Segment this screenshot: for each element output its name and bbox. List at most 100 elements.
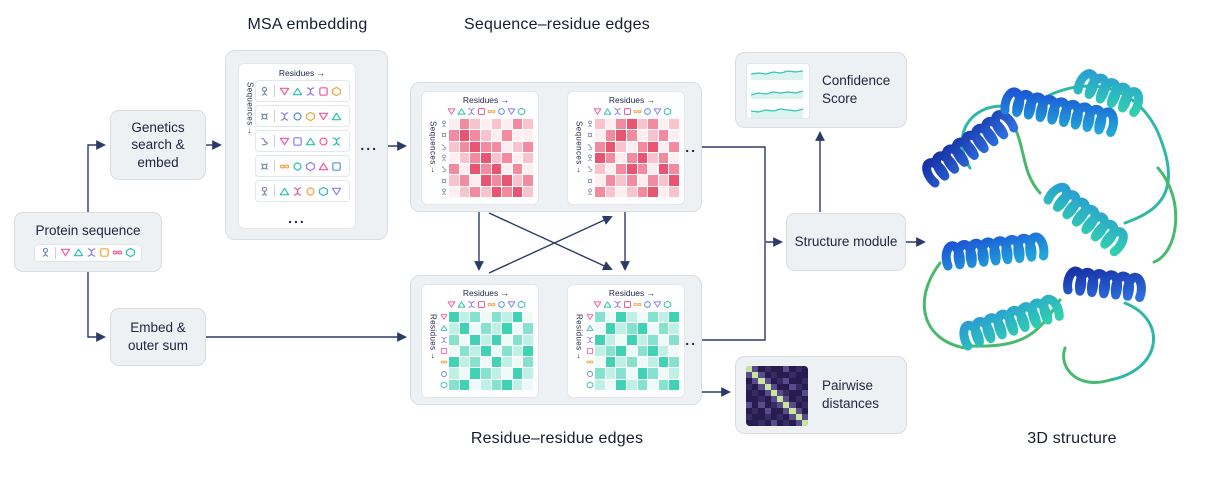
heatmap-cell (605, 323, 616, 334)
heatmap-cell (502, 379, 512, 390)
heatmap-cell (758, 372, 765, 378)
heatmap-cell (626, 164, 637, 175)
seq-res-heatmap-1: Residues → Sequences ↓ (421, 91, 539, 205)
tri_up-icon (603, 108, 611, 115)
heatmap-cell (449, 323, 459, 334)
tri_up-icon (73, 248, 84, 257)
bug-icon (261, 162, 268, 170)
heatmap-cell (789, 408, 796, 414)
heatmap-cell (491, 368, 502, 379)
heatmap-cell (783, 420, 790, 426)
heatmap-cell (637, 357, 648, 368)
heatmap-cell (449, 130, 459, 141)
heatmap-cell (801, 378, 808, 384)
heatmap-cell (758, 414, 765, 420)
heatmap-cell (789, 402, 796, 408)
heatmap-cell (770, 384, 777, 390)
heatmap-cell (459, 164, 470, 175)
heatmap-cell (449, 152, 459, 164)
heatmap-cell (595, 345, 605, 357)
heatmap-cell (480, 368, 491, 379)
msa-more-rows-ellipsis: ... (288, 210, 306, 226)
heatmap-cell (470, 141, 480, 152)
down-arrow-icon: ↓ (576, 350, 581, 360)
phage-icon (261, 186, 268, 196)
msa-rows (255, 80, 350, 212)
worm-icon (587, 166, 592, 173)
connector-seqres-to-structure (702, 146, 783, 247)
heatmap-cell (470, 379, 480, 390)
heatmap-cell (502, 334, 512, 345)
heatmap-cell (783, 408, 790, 414)
heatmap-cell (512, 379, 523, 390)
dna-icon (467, 108, 475, 115)
heatmap-cell (512, 357, 523, 368)
heatmap-cell (770, 396, 777, 402)
heatmap-cell (795, 378, 802, 384)
sequences-axis-label: Sequences (245, 82, 255, 126)
msa-embedding-box: Residues → Sequences ↓ ... ... (225, 50, 388, 240)
heatmap-cell (770, 420, 777, 426)
circle-icon (497, 301, 505, 308)
heatmap-cell (648, 119, 658, 130)
tri_down-icon (60, 248, 71, 257)
heatmap-cell (605, 186, 616, 197)
heatmap-cell (459, 323, 470, 334)
heatmap-cell (746, 402, 753, 408)
phage-icon (587, 188, 592, 196)
embed-outer-sum-label: Embed & outer sum (127, 320, 189, 353)
heatmap-cell (783, 384, 790, 390)
title-msa-embedding: MSA embedding (247, 16, 368, 33)
heatmap-cell (764, 420, 771, 426)
heatmap-cell (626, 141, 637, 152)
tri_down-icon (653, 108, 661, 115)
heatmap-cell (502, 323, 512, 334)
heatmap-cell (648, 130, 658, 141)
square-icon (477, 301, 485, 308)
dna-icon (467, 301, 475, 308)
heatmap-cell (480, 357, 491, 368)
hex-icon (331, 86, 342, 96)
heatmap-cell (459, 379, 470, 390)
heatmap-cell (752, 390, 759, 396)
heatmap-cell (752, 396, 759, 402)
msa-panel: Residues → Sequences ↓ ... (238, 63, 356, 229)
tri_up-icon (318, 162, 329, 170)
protein-sequence-label: Protein sequence (35, 223, 141, 239)
heatmap-cell (789, 420, 796, 426)
tri_up-icon (603, 301, 611, 308)
heatmap-cell (449, 119, 459, 130)
heatmap-cell (669, 379, 679, 390)
heatmap-cell (523, 379, 533, 390)
heatmap-cell (512, 119, 523, 130)
pairwise-distance-matrix (746, 366, 808, 426)
structure-module-label: Structure module (794, 234, 898, 250)
dna-icon (613, 108, 621, 115)
heatmap-cell (795, 408, 802, 414)
dna-icon (306, 86, 315, 96)
heatmap-cell (789, 390, 796, 396)
heatmap-cell (523, 345, 533, 357)
phage-icon (441, 188, 446, 196)
heatmap-cell (658, 152, 669, 164)
heatmap-grid (595, 119, 679, 197)
heatmap-cell (512, 323, 523, 334)
sequence-residue-edges-box: Residues → Sequences ↓ Residues → Sequen… (410, 82, 702, 212)
heatmap-cell (470, 152, 480, 164)
heatmap-cell (776, 396, 784, 402)
heatmap-grid (449, 119, 533, 197)
heatmap-cell (459, 345, 470, 357)
heatmap-cell (616, 119, 626, 130)
heatmap-cell (449, 345, 459, 357)
heatmap-cell (637, 312, 648, 323)
heatmap-cell (605, 130, 616, 141)
hex-icon (125, 248, 136, 258)
heatmap-cell (648, 379, 658, 390)
square-icon (319, 86, 328, 96)
heatmap-cell (764, 378, 771, 384)
heatmap-cell (758, 366, 765, 372)
infinity-icon (633, 302, 641, 307)
heatmap-cell (491, 141, 502, 152)
heatmap-cell (669, 368, 679, 379)
heatmap-cell (795, 414, 802, 420)
